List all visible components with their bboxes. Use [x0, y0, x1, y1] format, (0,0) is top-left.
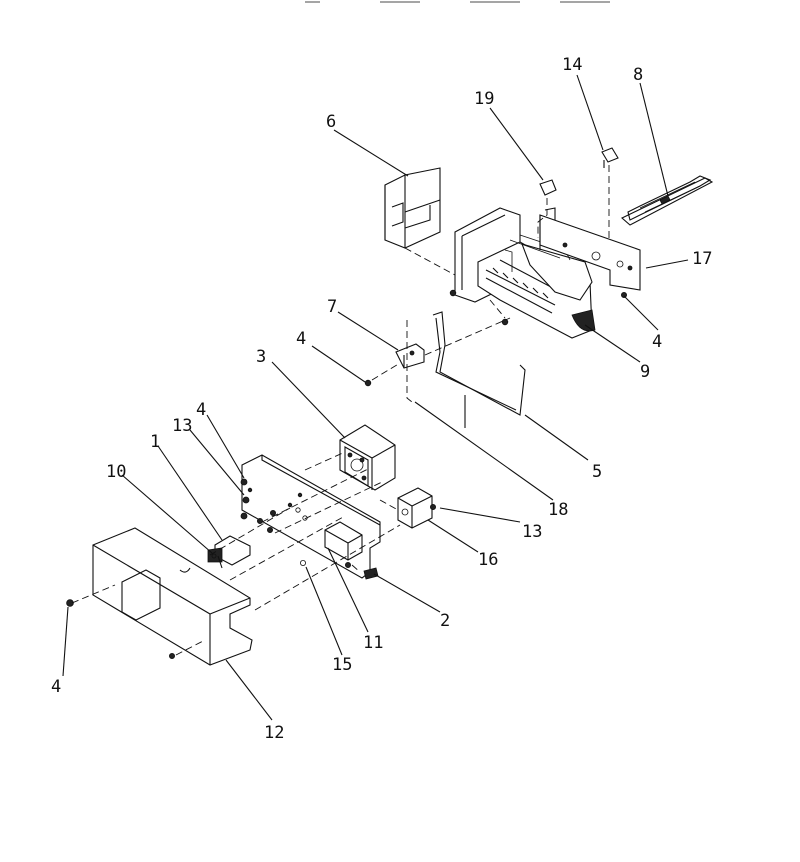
assembly-lines [71, 247, 511, 656]
part-9-icemaker [454, 207, 596, 339]
callout-17: 17 [692, 249, 712, 269]
part-12-front-cover [92, 527, 253, 666]
part-11-switch [324, 521, 363, 561]
callout-18: 18 [548, 500, 568, 520]
part-8-harness [621, 175, 714, 226]
part-14-clip [601, 147, 619, 240]
callout-16: 16 [478, 550, 498, 570]
part-7-bracket [395, 343, 425, 369]
part-17-mounting-plate [539, 207, 641, 291]
callout-labels: 6 19 14 8 17 4 9 7 4 3 5 18 4 13 1 10 13… [51, 55, 712, 743]
callout-2: 2 [440, 611, 450, 631]
callout-10: 10 [106, 462, 126, 482]
callout-7: 7 [327, 297, 337, 317]
callout-5: 5 [592, 462, 602, 482]
callout-13-left: 13 [172, 416, 192, 436]
screws [66, 289, 628, 660]
callout-1: 1 [150, 432, 160, 452]
part-16-thermostat [397, 487, 433, 529]
part-5-wire-arm [432, 311, 526, 428]
callout-3: 3 [256, 347, 266, 367]
callout-19: 19 [474, 89, 494, 109]
callout-13-right: 13 [522, 522, 542, 542]
callout-4-bottom: 4 [51, 677, 61, 697]
callout-14: 14 [562, 55, 582, 75]
part-19-part [537, 179, 557, 238]
leader-lines [62, 74, 689, 721]
callout-6: 6 [326, 112, 336, 132]
part-18-leader-path [406, 320, 413, 403]
callout-9: 9 [640, 362, 650, 382]
callout-4-top: 4 [652, 332, 662, 352]
part-6-cover [384, 167, 441, 249]
callout-8: 8 [633, 65, 643, 85]
callout-4-left: 4 [196, 400, 206, 420]
callout-4-mid: 4 [296, 329, 306, 349]
callout-12: 12 [264, 723, 284, 743]
callout-15: 15 [332, 655, 352, 675]
callout-11: 11 [363, 633, 383, 653]
part-3-motor [339, 424, 396, 491]
